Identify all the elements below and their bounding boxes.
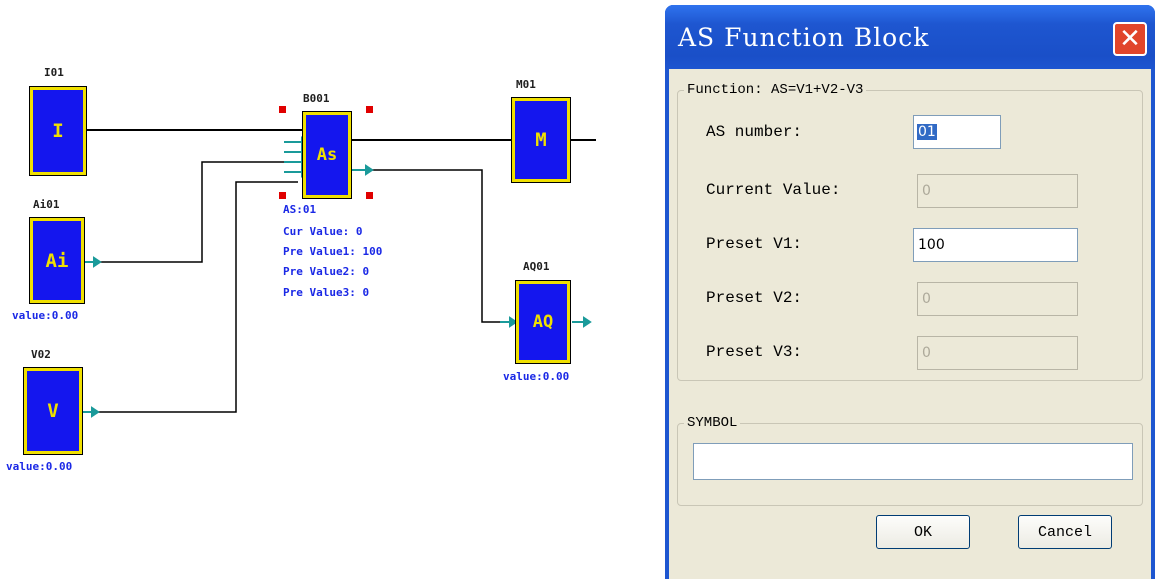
block-b001-info-4: Pre Value3: 0: [283, 286, 370, 299]
as-number-field[interactable]: 01: [913, 115, 1001, 149]
function-group: Function: AS=V1+V2-V3: [677, 82, 1143, 381]
block-ai01[interactable]: Ai: [29, 217, 85, 304]
block-v02-value: value:0.00: [6, 460, 73, 473]
preset-v1-field[interactable]: [913, 228, 1078, 262]
current-value-field: [917, 174, 1078, 208]
dialog-title: AS Function Block: [678, 23, 930, 52]
function-group-label: Function: AS=V1+V2-V3: [684, 82, 867, 98]
block-aq01-value: value:0.00: [503, 370, 570, 383]
function-block-diagram[interactable]: I01 I Ai01 Ai value:0.00 V02 V value:0.0…: [0, 0, 660, 579]
block-i01[interactable]: I: [29, 86, 87, 176]
preset-v3-field: [917, 336, 1078, 370]
block-b001-info-2: Pre Value1: 100: [283, 245, 383, 258]
cancel-button[interactable]: Cancel: [1018, 515, 1112, 549]
block-b001-info-0: AS:01: [283, 203, 317, 216]
preset-v2-field: [917, 282, 1078, 316]
preset-v3-label: Preset V3:: [706, 343, 803, 361]
block-title-i01: I01: [44, 66, 64, 79]
block-title-v02: V02: [31, 348, 51, 361]
ok-button[interactable]: OK: [876, 515, 970, 549]
symbol-group-label: SYMBOL: [684, 415, 741, 431]
preset-v1-label: Preset V1:: [706, 235, 803, 253]
block-title-ai01: Ai01: [33, 198, 60, 211]
block-b001-info-3: Pre Value2: 0: [283, 265, 370, 278]
symbol-group: SYMBOL: [677, 415, 1143, 506]
block-ai01-value: value:0.00: [12, 309, 79, 322]
current-value-label: Current Value:: [706, 181, 841, 199]
dialog-client: Function: AS=V1+V2-V3 AS number: 01 Curr…: [669, 69, 1151, 579]
preset-v2-label: Preset V2:: [706, 289, 803, 307]
block-m01[interactable]: M: [511, 97, 571, 183]
block-b001-info-1: Cur Value: 0: [283, 225, 363, 238]
close-icon[interactable]: ✕: [1113, 22, 1147, 56]
selection-handle-tl[interactable]: [279, 106, 286, 113]
selection-handle-tr[interactable]: [366, 106, 373, 113]
block-title-m01: M01: [516, 78, 536, 91]
as-function-block-dialog: AS Function Block ✕ Function: AS=V1+V2-V…: [665, 5, 1155, 579]
block-v02[interactable]: V: [23, 367, 83, 455]
block-b001[interactable]: As: [302, 111, 352, 199]
selection-handle-br[interactable]: [366, 192, 373, 199]
block-title-b001: B001: [303, 92, 330, 105]
as-number-label: AS number:: [706, 123, 803, 141]
symbol-input[interactable]: [693, 443, 1133, 480]
as-number-value: 01: [917, 124, 937, 140]
block-aq01[interactable]: AQ: [515, 280, 571, 364]
dialog-titlebar[interactable]: AS Function Block ✕: [665, 5, 1155, 69]
block-title-aq01: AQ01: [523, 260, 550, 273]
selection-handle-bl[interactable]: [279, 192, 286, 199]
